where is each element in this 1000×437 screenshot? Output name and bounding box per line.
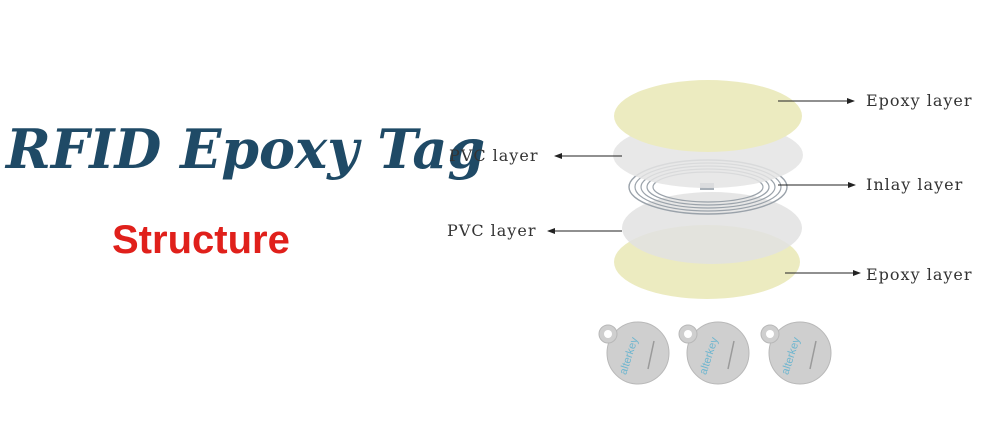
sample-tag: alterkey bbox=[598, 321, 670, 385]
inlay-label: Inlay layer bbox=[866, 175, 964, 194]
epoxy-bottom-label: Epoxy layer bbox=[866, 265, 973, 284]
epoxy-top-label: Epoxy layer bbox=[866, 91, 973, 110]
tag-body bbox=[686, 321, 750, 385]
sample-tag: alterkey bbox=[678, 321, 750, 385]
tag-print-line bbox=[727, 340, 735, 370]
pvc-bottom-disc bbox=[622, 192, 802, 264]
tag-body bbox=[768, 321, 832, 385]
sample-tag: alterkey bbox=[760, 321, 832, 385]
pvc-top-label: PVC layer bbox=[449, 146, 539, 165]
tag-body bbox=[606, 321, 670, 385]
tag-print-line bbox=[647, 340, 655, 370]
tag-print-line bbox=[809, 340, 817, 370]
page-subtitle: Structure bbox=[112, 218, 290, 262]
epoxy-top-disc bbox=[614, 80, 802, 152]
tag-loop-hole bbox=[604, 330, 612, 338]
pvc-bottom-label: PVC layer bbox=[447, 221, 537, 240]
tag-loop-hole bbox=[766, 330, 774, 338]
tag-loop-hole bbox=[684, 330, 692, 338]
page-title: RFID Epoxy Tag bbox=[6, 117, 486, 181]
